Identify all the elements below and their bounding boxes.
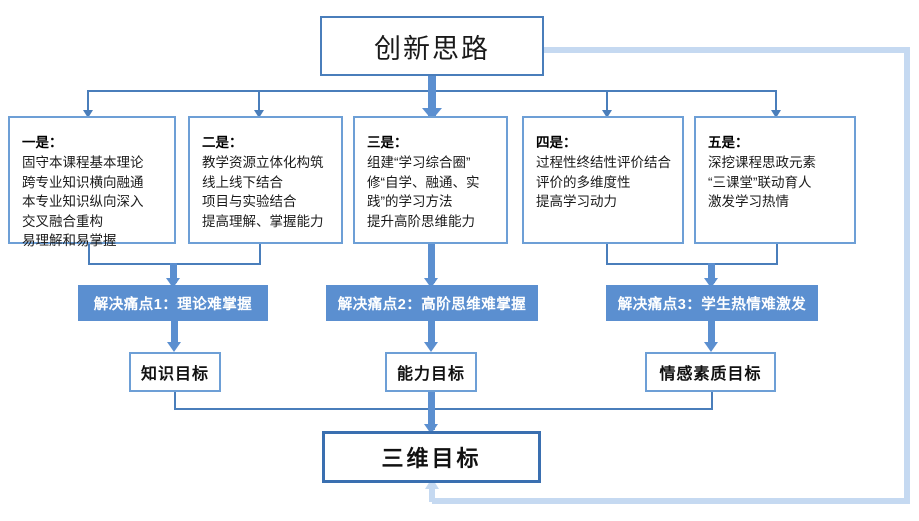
goal-box-emotional-quality-label: 情感素质目标: [659, 366, 762, 383]
arrowhead-goal2-icon: [424, 342, 438, 352]
idea-box-2-heading: 二是：: [202, 135, 243, 150]
arrowhead-idea-2-icon: [254, 110, 264, 118]
idea-box-2-text: 二是： 教学资源立体化构筑 线上线下结合 项目与实验结合 提高理解、掌握能力: [202, 132, 324, 231]
idea-box-5-heading: 五是：: [708, 135, 749, 150]
connector-goal2-stem: [428, 320, 435, 346]
connector-drop-idea-4: [606, 90, 608, 116]
idea-box-3-text: 三是： 组建“学习综合圈” 修“自学、融通、实 践”的学习方法 提升高阶思维能力: [367, 132, 480, 231]
connector-pain3-stem: [708, 263, 715, 283]
goal-box-emotional-quality[interactable]: 情感素质目标: [645, 352, 776, 392]
feedback-loop-top-segment: [540, 47, 910, 53]
title-box-label: 创新思路: [374, 33, 490, 64]
feedback-loop-riser-segment: [429, 488, 435, 502]
arrowhead-goal3-icon: [704, 342, 718, 352]
arrowhead-pain3-icon: [704, 278, 718, 288]
connector-group3-join: [606, 263, 778, 265]
arrowhead-idea-5-icon: [771, 110, 781, 118]
idea-box-1[interactable]: 一是： 固守本课程基本理论 跨专业知识横向融通 本专业知识纵向深入 交叉融合重构 …: [8, 116, 176, 248]
idea-box-3[interactable]: 三是： 组建“学习综合圈” 修“自学、融通、实 践”的学习方法 提升高阶思维能力: [353, 116, 508, 244]
connector-goal3-riser: [711, 392, 713, 410]
pain-point-bar-3[interactable]: 解决痛点3：学生热情难激发: [606, 285, 818, 321]
pain-point-bar-1[interactable]: 解决痛点1：理论难掌握: [78, 285, 268, 321]
arrowhead-idea-1-icon: [83, 110, 93, 118]
connector-drop-idea-3: [428, 90, 436, 116]
idea-box-3-heading: 三是：: [367, 135, 408, 150]
feedback-loop-bottom-segment: [432, 498, 910, 504]
pain-point-bar-2[interactable]: 解决痛点2：高阶思维难掌握: [326, 285, 538, 321]
connector-goal1-stem: [171, 320, 178, 346]
connector-pain1-stem: [170, 263, 177, 283]
connector-goal3-stem: [708, 320, 715, 346]
pain-point-bar-1-label: 解决痛点1：理论难掌握: [93, 296, 253, 313]
idea-box-1-body: 固守本课程基本理论 跨专业知识横向融通 本专业知识纵向深入 交叉融合重构 易理解…: [22, 155, 144, 248]
goal-box-ability-label: 能力目标: [396, 366, 465, 383]
final-box-label: 三维目标: [381, 446, 482, 471]
idea-box-5-body: 深挖课程思政元素 “三课堂”联动育人 激发学习热情: [708, 155, 816, 209]
final-box[interactable]: 三维目标: [322, 431, 541, 483]
arrowhead-goal1-icon: [167, 342, 181, 352]
idea-box-5-text: 五是： 深挖课程思政元素 “三课堂”联动育人 激发学习热情: [708, 132, 816, 212]
title-box[interactable]: 创新思路: [320, 16, 544, 76]
pain-point-bar-2-label: 解决痛点2：高阶思维难掌握: [337, 296, 527, 313]
connector-goal1-riser: [174, 392, 176, 410]
arrowhead-pain2-icon: [424, 278, 438, 288]
connector-drop-idea-2: [258, 90, 260, 116]
feedback-loop-right-segment: [904, 47, 910, 504]
goal-box-knowledge[interactable]: 知识目标: [129, 352, 221, 392]
idea-box-5[interactable]: 五是： 深挖课程思政元素 “三课堂”联动育人 激发学习热情: [694, 116, 856, 244]
idea-box-4-body: 过程性终结性评价结合 评价的多维度性 提高学习动力: [536, 155, 671, 209]
connector-pain2-stem: [428, 243, 435, 283]
idea-box-2[interactable]: 二是： 教学资源立体化构筑 线上线下结合 项目与实验结合 提高理解、掌握能力: [188, 116, 343, 244]
connector-final-stem: [428, 392, 435, 430]
arrowhead-pain1-icon: [166, 278, 180, 288]
idea-box-3-body: 组建“学习综合圈” 修“自学、融通、实 践”的学习方法 提升高阶思维能力: [367, 155, 480, 229]
idea-box-4[interactable]: 四是： 过程性终结性评价结合 评价的多维度性 提高学习动力: [522, 116, 684, 244]
connector-drop-idea-5: [775, 90, 777, 116]
idea-box-1-heading: 一是：: [22, 135, 63, 150]
arrowhead-final-icon: [424, 424, 438, 434]
idea-box-4-text: 四是： 过程性终结性评价结合 评价的多维度性 提高学习动力: [536, 132, 671, 212]
goal-box-knowledge-label: 知识目标: [140, 366, 209, 383]
connector-final-join: [174, 408, 713, 410]
arrowhead-idea-4-icon: [602, 110, 612, 118]
feedback-loop-arrowhead-icon: [425, 478, 439, 489]
idea-box-1-text: 一是： 固守本课程基本理论 跨专业知识横向融通 本专业知识纵向深入 交叉融合重构 …: [22, 132, 144, 251]
connector-drop-idea-1: [87, 90, 89, 116]
connector-idea1-riser: [88, 243, 90, 265]
connector-idea2-riser: [259, 243, 261, 265]
connector-idea5-riser: [776, 243, 778, 265]
idea-box-2-body: 教学资源立体化构筑 线上线下结合 项目与实验结合 提高理解、掌握能力: [202, 155, 324, 229]
connector-idea4-riser: [606, 243, 608, 265]
pain-point-bar-3-label: 解决痛点3：学生热情难激发: [617, 296, 807, 313]
idea-box-4-heading: 四是：: [536, 135, 577, 150]
goal-box-ability[interactable]: 能力目标: [385, 352, 477, 392]
